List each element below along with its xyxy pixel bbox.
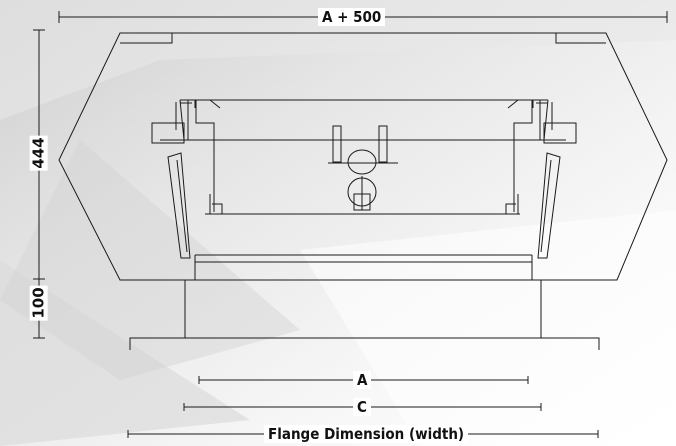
label-height-lower: 100 bbox=[29, 285, 48, 321]
label-flange-dimension: Flange Dimension (width) bbox=[264, 425, 469, 443]
top-corner-details bbox=[120, 33, 606, 44]
label-height-upper: 444 bbox=[29, 135, 48, 171]
right-damper bbox=[502, 99, 577, 259]
center-motor bbox=[328, 125, 398, 211]
base-curb bbox=[129, 280, 600, 350]
label-dimension-a: A bbox=[353, 371, 372, 389]
left-damper bbox=[151, 99, 226, 259]
label-dimension-c: C bbox=[353, 398, 371, 416]
inner-frame bbox=[160, 99, 566, 280]
hood-outline bbox=[58, 32, 668, 281]
label-top-width: A + 500 bbox=[318, 8, 386, 26]
